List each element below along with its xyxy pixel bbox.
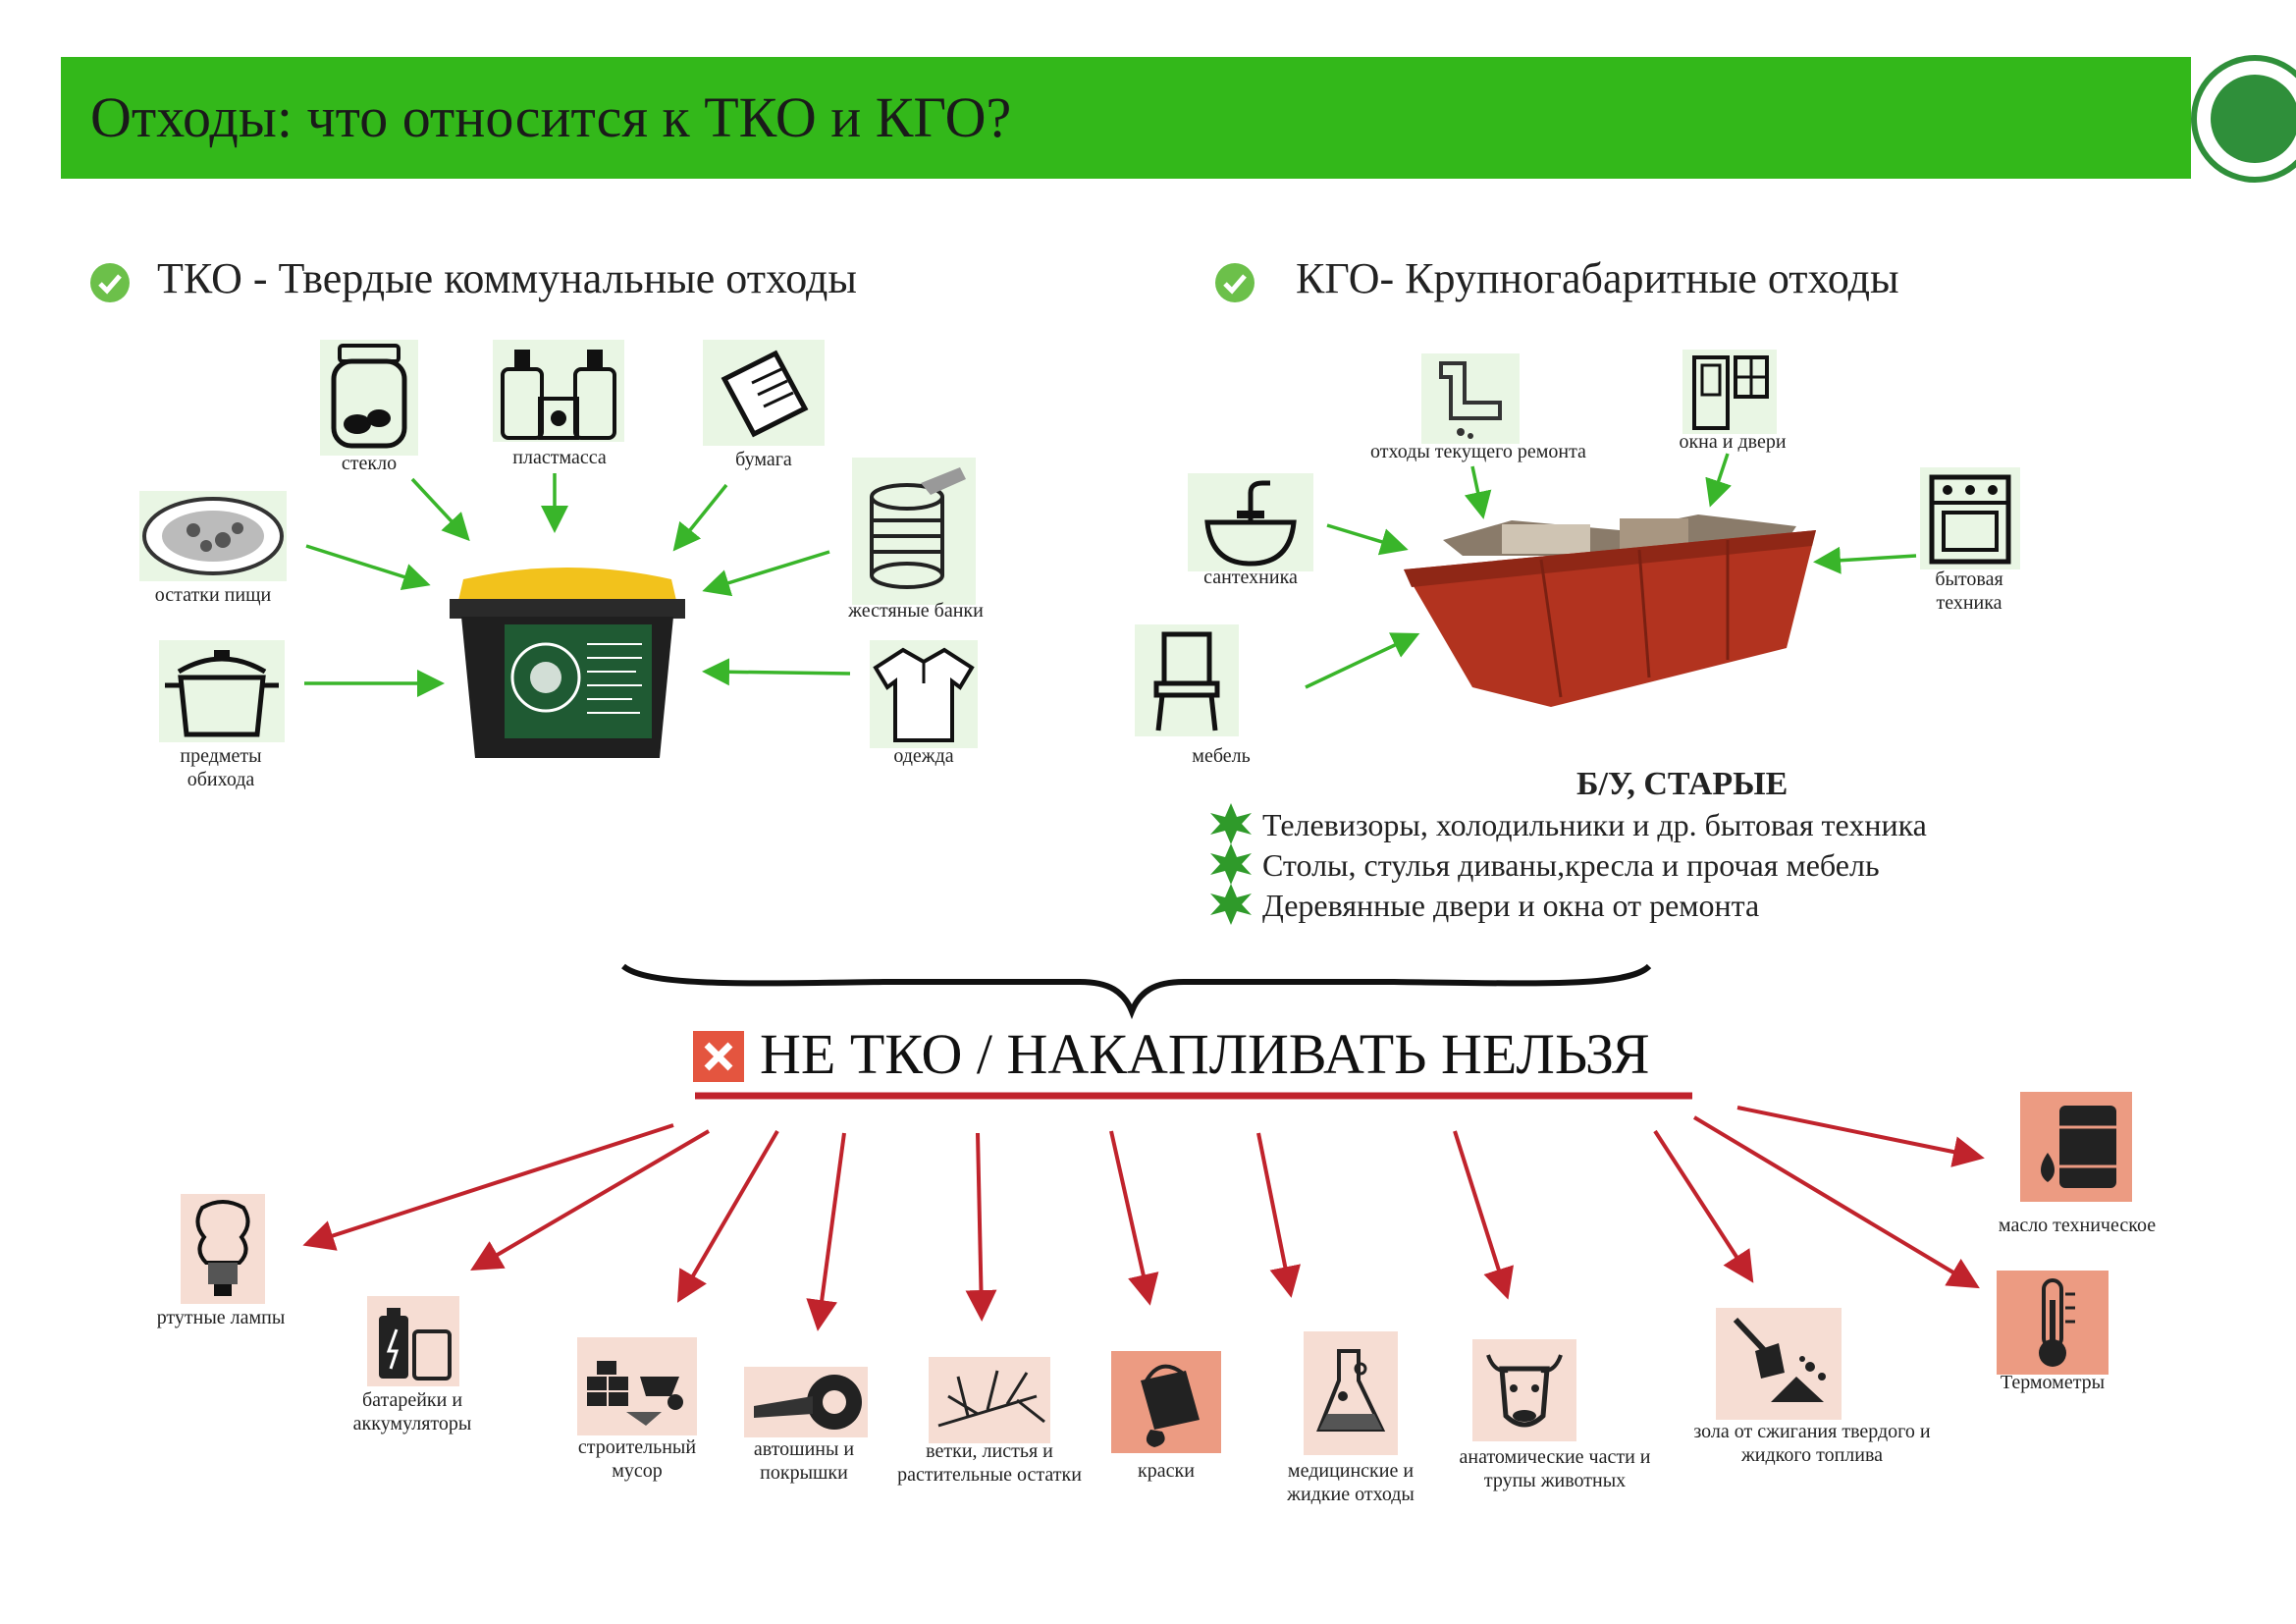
check-icon: [1215, 263, 1255, 302]
header-banner: [61, 57, 2191, 179]
check-icon: [90, 263, 130, 302]
battery-icon: [367, 1296, 459, 1386]
paint-bucket-icon: [1111, 1351, 1221, 1453]
tin-cans-icon: [852, 458, 976, 605]
skip-container-image: [1404, 501, 1826, 717]
bullet-appliances: Телевизоры, холодильники и др. бытовая т…: [1262, 807, 1927, 842]
label-branches: ветки, листья и растительные остатки: [897, 1440, 1082, 1486]
label-batteries: батарейки и аккумуляторы: [352, 1389, 472, 1435]
sink-icon: [1188, 473, 1313, 571]
label-clothes: одежда: [893, 745, 954, 767]
food-plate-icon: [139, 491, 287, 581]
label-plumbing: сантехника: [1203, 567, 1298, 588]
glass-jar-icon: [320, 340, 418, 456]
not-tko-title: НЕ ТКО / НАКАПЛИВАТЬ НЕЛЬЗЯ: [760, 1022, 1650, 1086]
label-animal: анатомические части и трупы животных: [1459, 1446, 1651, 1491]
chair-icon: [1135, 624, 1239, 736]
label-lamps: ртутные лампы: [156, 1307, 286, 1328]
label-repair: отходы текущего ремонта: [1370, 441, 1586, 462]
bullet-furniture: Столы, стулья диваны,кресла и прочая меб…: [1262, 847, 1880, 883]
label-thermometers: Термометры: [2000, 1372, 2106, 1393]
label-cans: жестяные банки: [848, 600, 984, 622]
waste-bin-image: [450, 556, 685, 762]
oil-barrel-icon: [2020, 1092, 2132, 1202]
label-ash: зола от сжигания твердого и жидкого топл…: [1693, 1421, 1931, 1466]
label-tires: автошины и покрышки: [753, 1438, 855, 1484]
medical-flask-icon: [1304, 1331, 1398, 1455]
tko-heading: ТКО - Твердые коммунальные отходы: [157, 254, 857, 302]
label-food: остатки пищи: [154, 584, 272, 606]
cross-icon: [693, 1031, 744, 1082]
label-oil: масло техническое: [1998, 1215, 2157, 1236]
construction-debris-icon: [577, 1337, 697, 1435]
bullet-doors: Деревянные двери и окна от ремонта: [1262, 888, 1760, 923]
label-plastic: пластмасса: [512, 447, 607, 468]
kgo-heading: КГО- Крупногабаритные отходы: [1296, 254, 1899, 302]
label-household: предметы обихода: [180, 745, 262, 790]
ash-shovel-icon: [1716, 1308, 1842, 1420]
page-title: Отходы: что относится к ТКО и КГО?: [90, 85, 1012, 149]
plastic-bottles-icon: [493, 340, 624, 442]
used-title: Б/У, СТАРЫЕ: [1576, 766, 1789, 802]
label-windows: окна и двери: [1679, 431, 1787, 453]
pipe-faucet-icon: [1421, 353, 1520, 444]
tire-icon: [744, 1367, 868, 1437]
lamp-icon: [181, 1194, 265, 1304]
label-construction: строительный мусор: [577, 1436, 697, 1482]
label-appliances: бытовая техника: [1935, 568, 2003, 614]
stove-icon: [1920, 467, 2020, 569]
cow-head-icon: [1472, 1339, 1576, 1441]
label-furniture: мебель: [1192, 745, 1251, 767]
label-medical: медицинские и жидкие отходы: [1287, 1460, 1415, 1505]
label-paper: бумага: [735, 449, 792, 470]
paper-icon: [703, 340, 825, 446]
window-door-icon: [1682, 350, 1777, 434]
cooking-pot-icon: [159, 640, 285, 742]
thermometer-icon: [1997, 1271, 2109, 1375]
company-logo: [2191, 55, 2296, 183]
shirt-icon: [870, 640, 978, 748]
label-glass: стекло: [341, 453, 398, 474]
label-paints: краски: [1138, 1460, 1195, 1482]
branches-icon: [929, 1357, 1050, 1443]
